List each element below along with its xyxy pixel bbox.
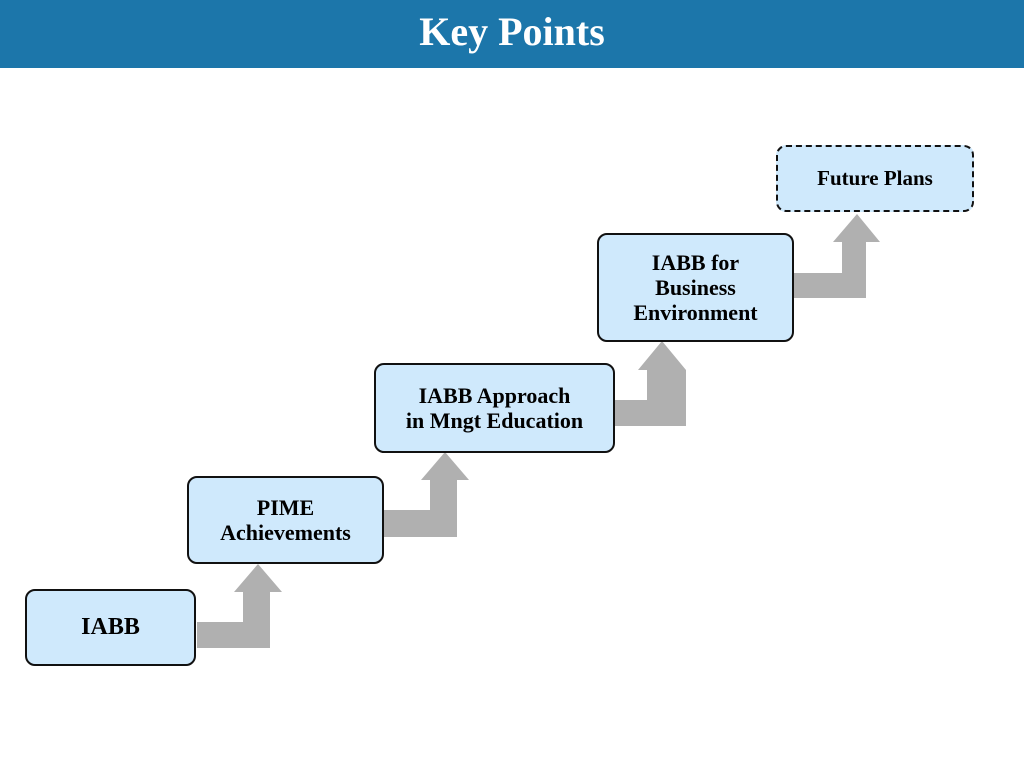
step-box-pime-achievements[interactable]: PIME Achievements — [187, 476, 384, 564]
step-arrow-3 — [614, 341, 686, 426]
step-box-iabb-approach[interactable]: IABB Approach in Mngt Education — [374, 363, 615, 453]
step-arrow-1 — [197, 564, 282, 648]
step-box-iabb[interactable]: IABB — [25, 589, 196, 666]
step-arrow-4 — [793, 214, 880, 298]
slide-title: Key Points — [419, 9, 605, 54]
step-box-business-environment[interactable]: IABB for Business Environment — [597, 233, 794, 342]
title-bar — [0, 0, 1024, 68]
step-box-future-plans[interactable]: Future Plans — [776, 145, 974, 212]
step-arrow-2 — [384, 452, 469, 537]
